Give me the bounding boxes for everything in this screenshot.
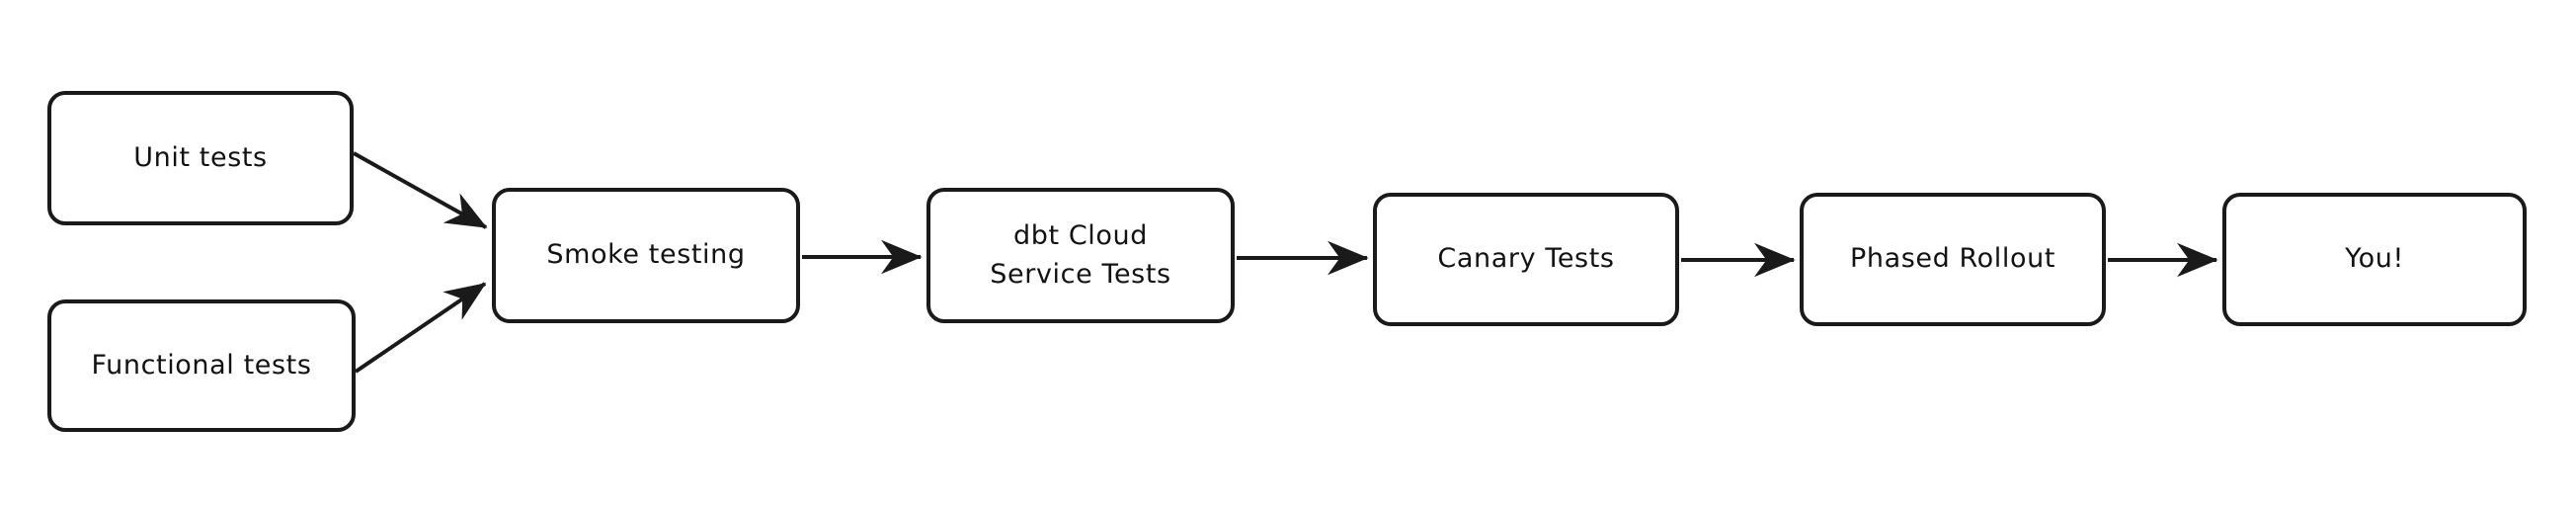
node-label-canary-tests: Canary Tests bbox=[1437, 243, 1615, 275]
node-functional-tests[interactable]: Functional tests bbox=[47, 299, 356, 432]
node-dbt-cloud-service-tests[interactable]: dbt Cloud Service Tests bbox=[926, 188, 1235, 323]
node-phased-rollout[interactable]: Phased Rollout bbox=[1800, 193, 2106, 326]
node-canary-tests[interactable]: Canary Tests bbox=[1373, 193, 1679, 326]
node-label-smoke-testing: Smoke testing bbox=[546, 239, 746, 271]
edge-unit-tests-to-smoke-testing bbox=[353, 151, 488, 229]
node-label-dbt-cloud-service-tests: dbt Cloud Service Tests bbox=[990, 220, 1171, 290]
node-label-functional-tests: Functional tests bbox=[91, 349, 312, 381]
edge-functional-tests-to-smoke-testing bbox=[354, 282, 487, 374]
node-label-phased-rollout: Phased Rollout bbox=[1849, 243, 2056, 275]
node-smoke-testing[interactable]: Smoke testing bbox=[492, 188, 800, 323]
node-you[interactable]: You! bbox=[2222, 193, 2527, 326]
node-label-unit-tests: Unit tests bbox=[133, 141, 268, 173]
node-unit-tests[interactable]: Unit tests bbox=[47, 91, 354, 225]
node-label-you: You! bbox=[2345, 243, 2404, 275]
